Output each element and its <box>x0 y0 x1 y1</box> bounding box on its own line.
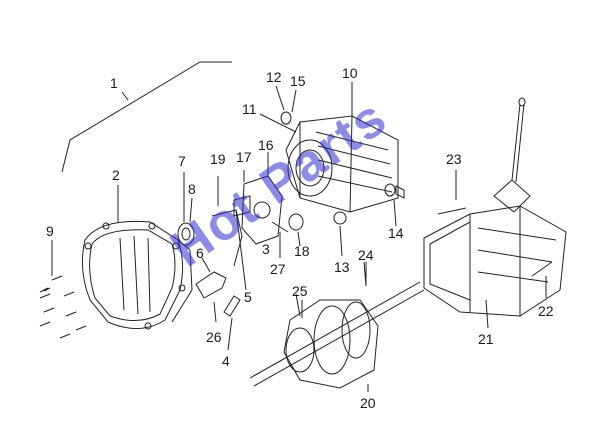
leader-1 <box>61 61 232 173</box>
part-extension-housing <box>423 97 567 329</box>
part-4 <box>223 295 241 317</box>
part-bell-housing <box>81 185 193 330</box>
callout-16: 16 <box>258 137 274 153</box>
callout-23: 23 <box>446 151 462 167</box>
callout-17: 17 <box>236 149 252 165</box>
callout-25: 25 <box>292 283 308 299</box>
callout-5: 5 <box>244 289 252 305</box>
part-transmission-case <box>259 82 399 213</box>
part-bolts <box>39 240 87 339</box>
callout-2: 2 <box>112 167 120 183</box>
callout-9: 9 <box>46 223 54 239</box>
callout-18: 18 <box>294 243 310 259</box>
callout-15: 15 <box>290 73 306 89</box>
callout-8: 8 <box>188 181 196 197</box>
callout-6: 6 <box>196 245 204 261</box>
callout-11: 11 <box>242 101 257 117</box>
callout-13: 13 <box>334 259 350 275</box>
callout-19: 19 <box>210 151 226 167</box>
part-release-bearing <box>177 172 195 246</box>
callout-1: 1 <box>110 75 118 91</box>
callout-20: 20 <box>360 395 376 411</box>
part-shift-fork <box>195 209 247 299</box>
callout-27: 27 <box>270 261 286 277</box>
callout-21: 21 <box>478 331 494 347</box>
callout-26: 26 <box>206 329 222 345</box>
callout-24: 24 <box>358 247 374 263</box>
callout-12: 12 <box>266 69 282 85</box>
part-cover-plate <box>217 152 283 245</box>
callout-14: 14 <box>388 225 404 241</box>
callout-3: 3 <box>262 241 270 257</box>
callout-22: 22 <box>538 303 554 319</box>
callout-4: 4 <box>222 353 230 369</box>
callout-7: 7 <box>178 153 186 169</box>
callout-10: 10 <box>342 65 358 81</box>
part-gear-shaft <box>249 261 425 392</box>
